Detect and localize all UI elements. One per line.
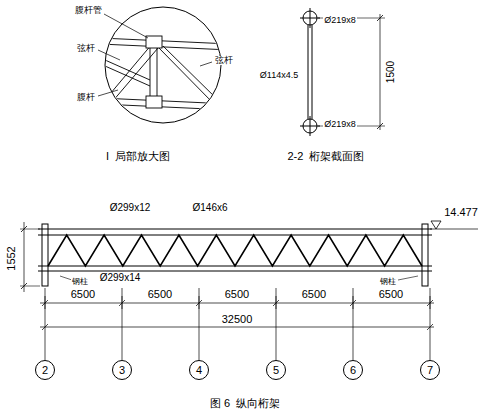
section-view <box>300 8 385 136</box>
grid-bubble: 4 <box>189 360 209 380</box>
dimension-tick <box>45 288 46 360</box>
grid-bubble: 3 <box>112 360 132 380</box>
dimension-label: 6500 <box>147 289 173 300</box>
grid-bubble: 5 <box>266 360 286 380</box>
dimension-tick <box>427 324 433 330</box>
detail-circle <box>105 7 221 123</box>
dimension-label: 14.477 <box>443 207 479 218</box>
dimension-label: 钢柱 <box>71 278 89 286</box>
grid-number: 4 <box>196 364 202 376</box>
dimension-label: Ø146x6 <box>191 203 228 213</box>
dimension-label: 1500 <box>386 60 396 84</box>
dimension-tick <box>199 288 200 360</box>
dimension-label: 弦杆 <box>214 56 234 65</box>
view-title: 2-2 桁架截面图 <box>286 151 365 162</box>
dimension-label: 6500 <box>224 289 250 300</box>
dimension-label: 6500 <box>378 289 404 300</box>
dimension-label: Ø219x8 <box>323 120 357 129</box>
view-title: I 局部放大图 <box>105 151 171 162</box>
dimension-tick <box>430 288 431 360</box>
grid-number: 2 <box>42 364 48 376</box>
dimension-label: 1552 <box>6 245 17 271</box>
grid-number: 7 <box>427 364 433 376</box>
dimension-tick <box>353 288 354 360</box>
dimension-label: 腹杆 <box>76 93 96 102</box>
grid-bubble: 6 <box>343 360 363 380</box>
figure-caption: 图 6 纵向桁架 <box>210 396 280 411</box>
dimension-tick <box>122 288 123 360</box>
dimension-label: Ø299x12 <box>109 203 152 213</box>
detail-members <box>100 36 230 110</box>
dimension-label: Ø114x4.5 <box>259 71 299 80</box>
grid-bubble: 2 <box>35 360 55 380</box>
dimension-label: 钢柱 <box>379 278 397 286</box>
dimension-label: 6500 <box>301 289 327 300</box>
dimension-tick <box>276 288 277 360</box>
dimension-label: 6500 <box>70 289 96 300</box>
grid-number: 6 <box>350 364 356 376</box>
dimension-label: 腹杆管 <box>74 6 103 15</box>
truss-elevation <box>20 221 478 292</box>
dimension-label: Ø219x8 <box>323 16 357 25</box>
dimension-tick <box>42 324 48 330</box>
dimension-label: 32500 <box>221 314 254 325</box>
grid-number: 3 <box>119 364 125 376</box>
dimension-label: Ø299x14 <box>99 273 142 283</box>
leader-lines <box>98 14 212 96</box>
grid-number: 5 <box>273 364 279 376</box>
grid-bubble: 7 <box>420 360 440 380</box>
dimension-label: 弦杆 <box>76 44 96 53</box>
dimension-lines <box>40 288 434 360</box>
